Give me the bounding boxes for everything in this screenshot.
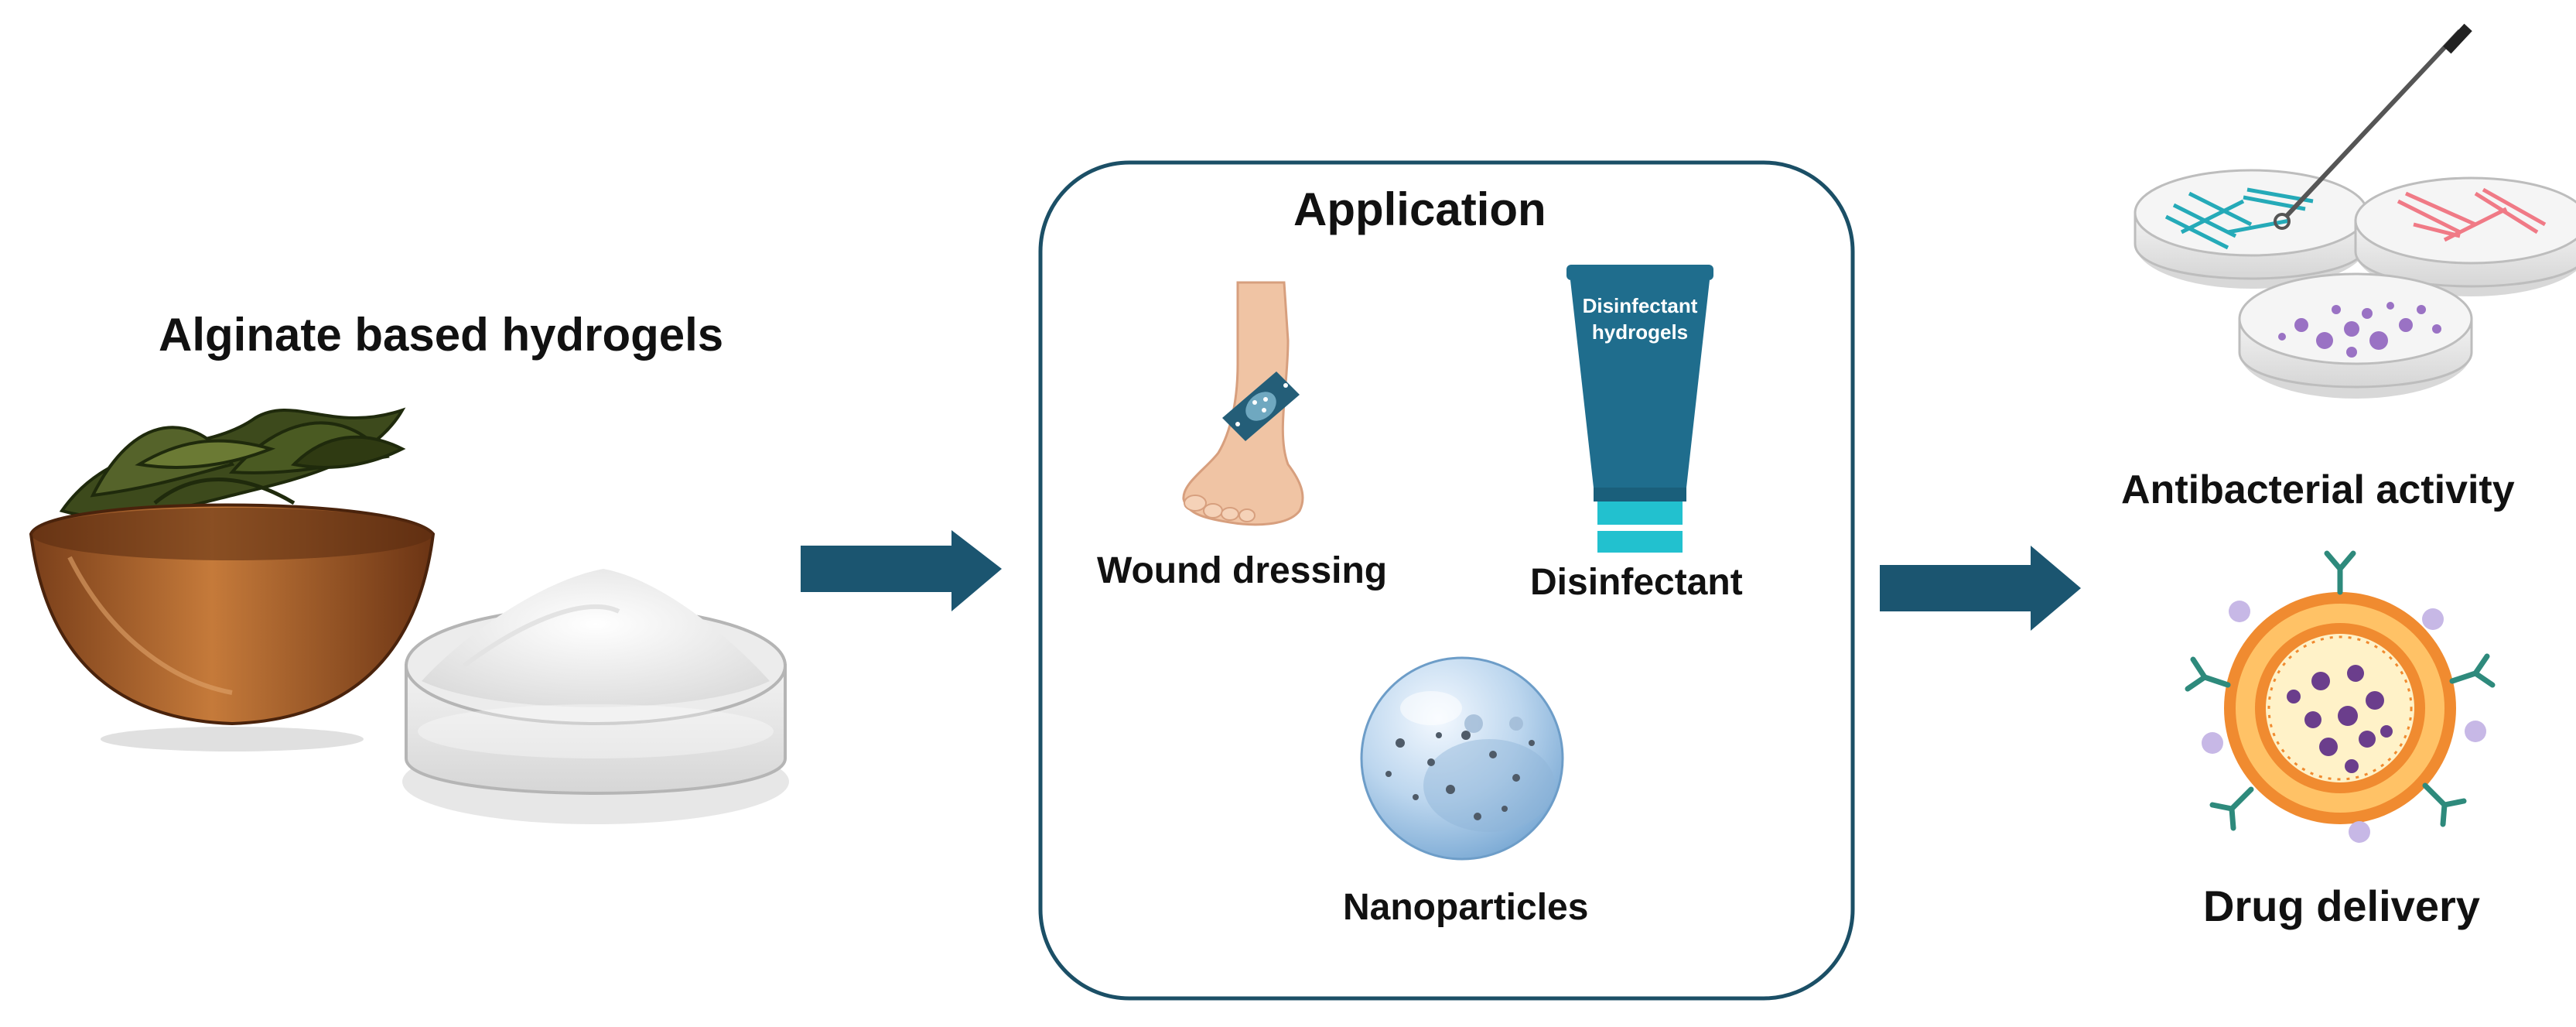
bandaged-foot-icon xyxy=(1182,281,1304,526)
arrow-to-application-icon xyxy=(801,530,1002,611)
wound-dressing-label: Wound dressing xyxy=(1097,550,1388,591)
seaweed-bowl-icon xyxy=(29,407,436,751)
left-panel-title: Alginate based hydrogels xyxy=(159,309,724,361)
application-title: Application xyxy=(1293,183,1546,235)
tube-text-line1: Disinfectant xyxy=(1583,294,1698,317)
disinfectant-label: Disinfectant xyxy=(1530,562,1743,603)
drug-delivery-label: Drug delivery xyxy=(2203,882,2480,930)
nanoparticles-label: Nanoparticles xyxy=(1343,887,1589,928)
tube-text-line2: hydrogels xyxy=(1592,320,1688,344)
disinfectant-tube-icon: Disinfectant hydrogels xyxy=(1566,265,1713,553)
arrow-to-outcomes-icon xyxy=(1880,546,2081,631)
liposome-icon xyxy=(2185,550,2496,843)
antibacterial-activity-label: Antibacterial activity xyxy=(2121,467,2515,512)
nanoparticle-sphere-icon xyxy=(1360,656,1564,861)
petri-dishes-icon xyxy=(2134,23,2576,399)
alginate-powder-dish-icon xyxy=(402,569,789,824)
